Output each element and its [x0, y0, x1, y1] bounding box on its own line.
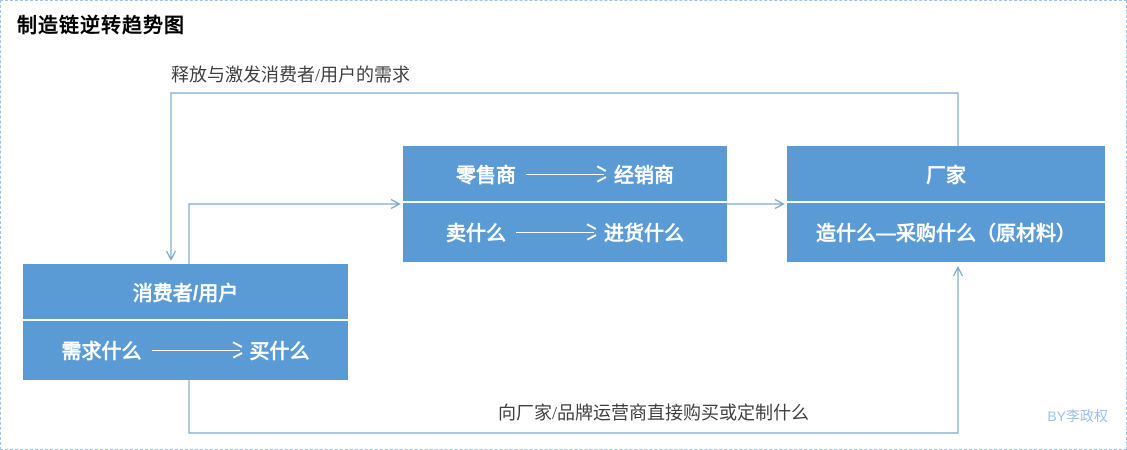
retailer-top-left-label: 零售商 — [456, 165, 516, 187]
author-signature: BY李政权 — [1047, 408, 1108, 424]
node-retailer[interactable]: 零售商 经销商 卖什么 进货什么 — [403, 146, 727, 262]
page-title: 制造链逆转趋势图 — [17, 15, 185, 37]
consumer-bottom-right-label: 买什么 — [249, 341, 310, 363]
consumer-top-row: 消费者/用户 — [23, 264, 348, 321]
retailer-bottom-right-label: 进货什么 — [604, 223, 684, 245]
arrow-right-icon — [526, 169, 604, 179]
node-manufacturer[interactable]: 厂家 造什么—采购什么（原材料） — [787, 146, 1105, 262]
arrow-right-icon — [516, 227, 594, 237]
retailer-bottom-row: 卖什么 进货什么 — [403, 203, 727, 260]
node-consumer[interactable]: 消费者/用户 需求什么 买什么 — [23, 264, 348, 380]
retailer-top-right-label: 经销商 — [614, 165, 674, 187]
manufacturer-bottom-row: 造什么—采购什么（原材料） — [787, 203, 1105, 260]
retailer-top-row: 零售商 经销商 — [403, 146, 727, 203]
manufacturer-title-label: 厂家 — [926, 165, 966, 187]
edge-consumer-to-retailer — [188, 198, 401, 264]
edge-label-direct-purchase: 向厂家/品牌运营商直接购买或定制什么 — [498, 403, 809, 423]
consumer-title-label: 消费者/用户 — [132, 283, 239, 305]
arrow-right-icon — [151, 345, 240, 355]
manufacturer-detail-label: 造什么—采购什么（原材料） — [816, 223, 1076, 245]
consumer-bottom-left-label: 需求什么 — [61, 341, 142, 363]
edge-label-demand-release: 释放与激发消费者/用户的需求 — [171, 65, 410, 85]
consumer-bottom-row: 需求什么 买什么 — [23, 321, 348, 378]
retailer-bottom-left-label: 卖什么 — [446, 223, 506, 245]
manufacturer-top-row: 厂家 — [787, 146, 1105, 203]
